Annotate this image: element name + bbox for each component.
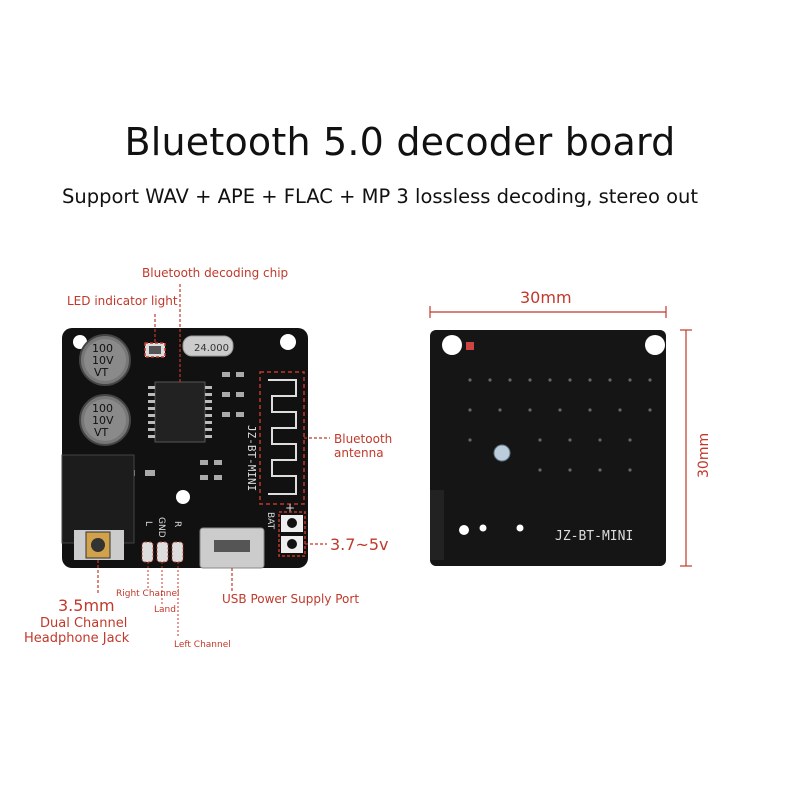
pin-label: L	[143, 521, 153, 526]
page-title: Bluetooth 5.0 decoder board	[124, 120, 676, 164]
decoding-chip	[154, 381, 206, 443]
plus-text: +	[285, 501, 295, 515]
pad-right	[141, 541, 154, 563]
via-center	[493, 444, 511, 462]
label-jack-size: 3.5mm	[58, 596, 115, 615]
cap-text: 100	[92, 402, 113, 415]
page-subtitle: Support WAV + APE + FLAC + MP 3 lossless…	[61, 185, 699, 208]
label-jack-line2: Headphone Jack	[24, 631, 130, 646]
cap-text: VT	[94, 426, 109, 439]
mount-hole	[645, 335, 665, 355]
label-land: Land	[154, 605, 176, 615]
bat-text: BAT	[265, 512, 275, 530]
antenna-trace	[268, 379, 297, 495]
mount-hole	[459, 525, 469, 535]
label-voltage: 3.7~5v	[330, 535, 389, 554]
pin-label: R	[172, 521, 182, 527]
cap-text: VT	[94, 366, 109, 379]
crystal-text: 24.000	[194, 343, 229, 354]
crystal-oscillator	[182, 335, 234, 357]
label-bluetooth-chip: Bluetooth decoding chip	[142, 266, 289, 280]
label-led-indicator: LED indicator light	[67, 294, 178, 308]
front-board: 100 10V VT 100 10V VT 24.000	[61, 282, 330, 638]
board-model-text: JZ-BT-MINI	[245, 425, 258, 491]
mount-hole	[176, 490, 190, 504]
width-label: 30mm	[520, 288, 572, 307]
label-usb-port: USB Power Supply Port	[222, 592, 360, 606]
cap-text: 100	[92, 342, 113, 355]
capacitor-bottom: 100 10V VT	[79, 394, 131, 446]
label-antenna-line1: Bluetooth	[334, 432, 393, 446]
cap-text: 10V	[92, 354, 114, 367]
height-dimension	[680, 329, 692, 567]
pad-left	[171, 541, 184, 563]
mount-hole	[280, 334, 296, 350]
back-board: JZ-BT-MINI	[430, 330, 666, 566]
height-label: 30mm	[696, 433, 712, 478]
antenna-highlight	[259, 371, 305, 505]
label-right-channel: Right Channel	[116, 589, 180, 599]
mount-hole	[442, 335, 462, 355]
label-left-channel: Left Channel	[174, 640, 231, 650]
pad-ground	[156, 541, 169, 563]
headphone-jack	[61, 454, 135, 544]
label-jack-line1: Dual Channel	[40, 616, 128, 631]
width-dimension	[429, 306, 667, 318]
pin-label: GND	[156, 517, 166, 538]
label-antenna-line2: antenna	[334, 446, 384, 460]
cap-text: 10V	[92, 414, 114, 427]
capacitor-top: 100 10V VT	[79, 334, 131, 386]
back-model-text: JZ-BT-MINI	[555, 529, 633, 544]
